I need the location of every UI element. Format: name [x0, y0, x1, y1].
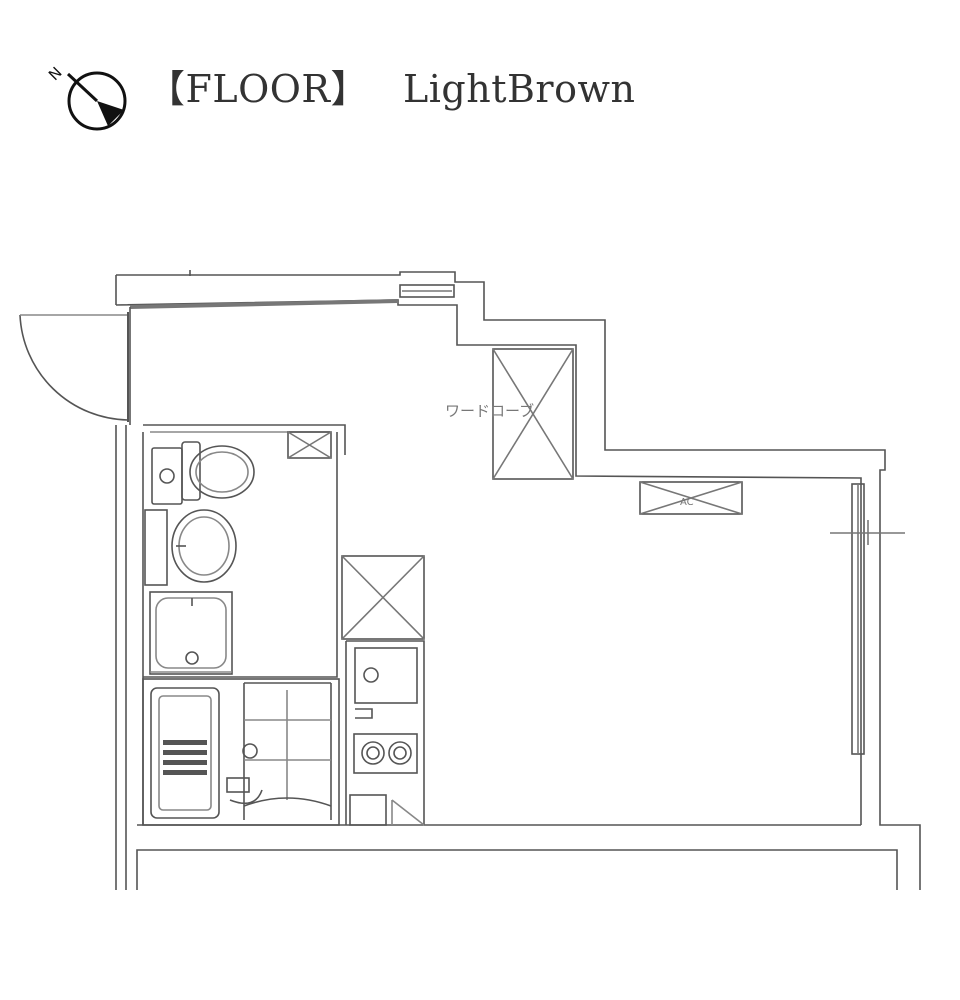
toilet-bowl — [189, 445, 255, 499]
inner-wall-line — [115, 299, 862, 825]
washing-machine-space — [149, 591, 233, 675]
ac-label: AC — [680, 497, 694, 508]
top-window — [399, 284, 455, 298]
toilet-tank — [181, 441, 201, 501]
compass-icon: N — [45, 63, 127, 131]
kitchen-counter — [345, 640, 425, 825]
left-wall — [115, 275, 144, 890]
wardrobe-label: ワードローブ — [445, 402, 534, 420]
balcony-outline — [136, 849, 898, 890]
washbasin — [171, 509, 237, 583]
stove — [353, 733, 418, 774]
top-wall-double — [129, 299, 399, 309]
wardrobe — [492, 348, 574, 480]
unit-bath — [142, 678, 340, 826]
kitchen-sink — [354, 647, 418, 704]
entrance-door-swing — [19, 314, 129, 421]
sanitary-block-wall — [143, 424, 346, 678]
bath-drain-pattern — [163, 740, 207, 775]
pipe-shaft — [287, 431, 332, 459]
plan-title: 【FLOOR】 LightBrown — [147, 58, 635, 113]
air-conditioner — [639, 481, 743, 515]
toilet-paper-holder — [151, 447, 183, 505]
outer-wall — [116, 271, 921, 890]
refrigerator-space — [341, 555, 425, 640]
room-type-name: LightBrown — [403, 67, 636, 111]
floor-heading: 【FLOOR】 — [147, 67, 370, 111]
bathtub — [150, 687, 220, 819]
kitchen-door-swing — [391, 799, 425, 826]
